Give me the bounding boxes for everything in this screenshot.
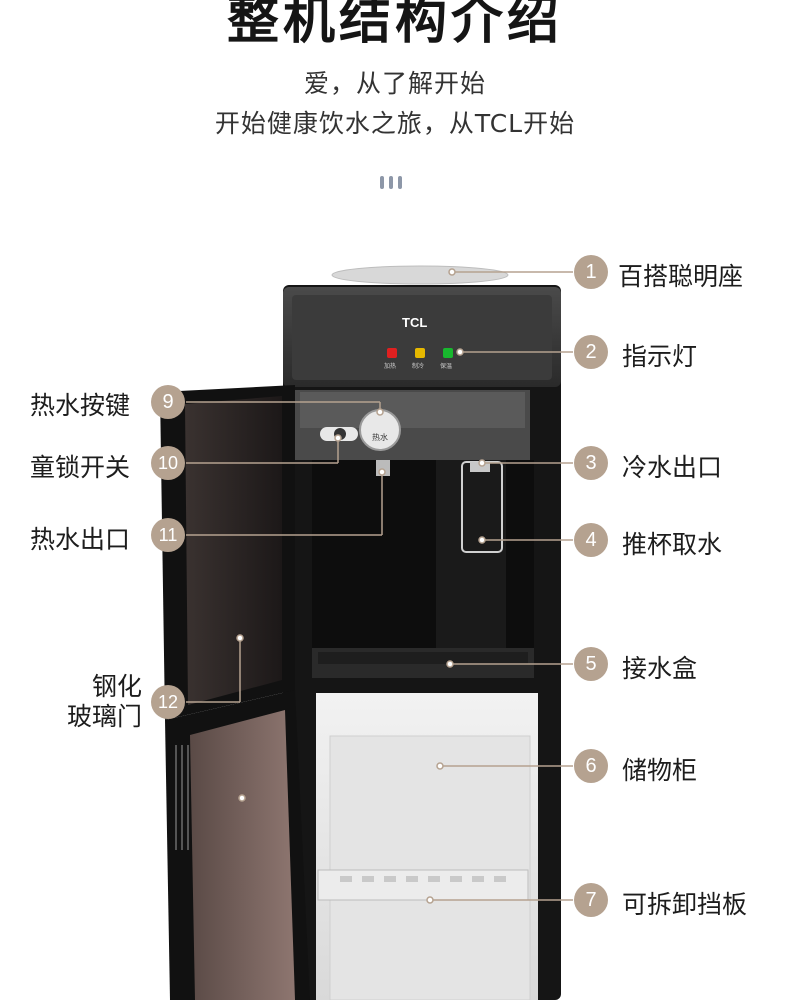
- callout-number-11: 11: [151, 518, 185, 552]
- callout-number-9: 9: [151, 385, 185, 419]
- callout-label-seat: 百搭聪明座: [618, 262, 744, 291]
- callout-label-baffle: 可拆卸挡板: [622, 890, 748, 919]
- callout-number-7: 7: [574, 883, 608, 917]
- callout-number-1: 1: [574, 255, 608, 289]
- indicator-label-heat: 加热: [384, 363, 397, 370]
- callout-label-push-cup: 推杯取水: [622, 530, 723, 559]
- callout-label-cabinet: 储物柜: [622, 756, 698, 785]
- callout-label-glass-door: 钢化 玻璃门: [60, 672, 142, 732]
- callout-number-4: 4: [574, 523, 608, 557]
- hot-button-label: 热水: [372, 433, 388, 442]
- callout-label-hot-button: 热水按键: [30, 391, 131, 420]
- page-title: 整机结构介绍: [226, 0, 563, 51]
- glass-door-label-line-1: 钢化: [91, 672, 142, 701]
- callout-label-hot-outlet: 热水出口: [30, 525, 131, 554]
- divider-bars: [380, 174, 407, 193]
- glass-door-label-line-2: 玻璃门: [66, 702, 142, 731]
- subtitle-line-2: 开始健康饮水之旅，从TCL开始: [214, 109, 576, 138]
- callout-label-drip-tray: 接水盒: [622, 654, 698, 683]
- callout-number-3: 3: [574, 446, 608, 480]
- subtitle-line-1: 爱，从了解开始: [303, 69, 486, 98]
- callout-label-child-lock: 童锁开关: [30, 453, 131, 482]
- callout-number-5: 5: [574, 647, 608, 681]
- callout-label-indicator: 指示灯: [622, 342, 698, 371]
- callout-number-6: 6: [574, 749, 608, 783]
- callout-number-12: 12: [151, 685, 185, 719]
- indicator-label-cool: 制冷: [412, 363, 425, 370]
- callout-label-cold-outlet: 冷水出口: [622, 453, 723, 482]
- callout-number-2: 2: [574, 335, 608, 369]
- callout-number-10: 10: [151, 446, 185, 480]
- indicator-label-keep-warm: 保温: [440, 363, 453, 370]
- brand-logo: TCL: [402, 315, 428, 330]
